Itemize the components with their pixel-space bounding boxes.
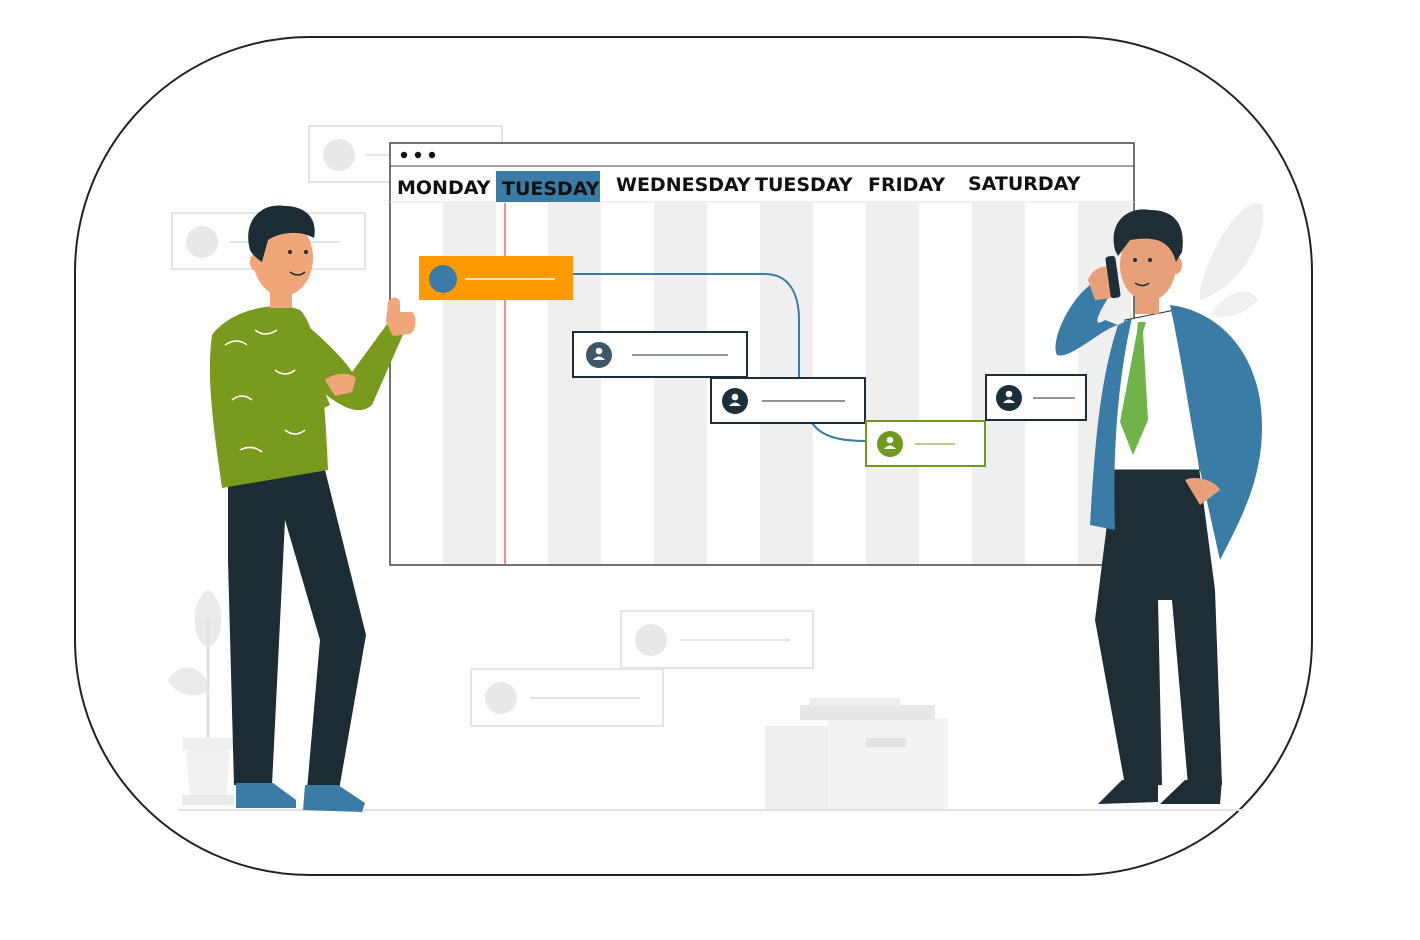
dependency-connector: [811, 422, 867, 442]
dependency-connector: [573, 273, 800, 378]
storage-boxes: [765, 698, 948, 810]
user-icon: [722, 388, 748, 414]
day-tuesday[interactable]: TUESDAY: [755, 174, 853, 196]
task-card[interactable]: [710, 377, 866, 424]
three-dots-icon[interactable]: [400, 151, 436, 159]
day-friday[interactable]: FRIDAY: [868, 174, 945, 196]
user-icon: [485, 682, 517, 714]
day-tuesday-selected[interactable]: TUESDAY: [502, 178, 600, 200]
ghost-card-bottom-right: [620, 610, 814, 669]
task-card-green[interactable]: [865, 420, 986, 467]
plant-leaf-right: [1200, 203, 1264, 317]
task-card-orange[interactable]: [419, 256, 573, 300]
calendar-window: MONDAY TUESDAY WEDNESDAY TUESDAY FRIDAY …: [389, 142, 1135, 566]
user-icon: [996, 385, 1022, 411]
day-wednesday[interactable]: WEDNESDAY: [616, 174, 751, 196]
selected-day-highlight: [496, 171, 600, 202]
plant-pot: [168, 590, 234, 805]
user-icon: [429, 265, 457, 293]
user-icon: [877, 431, 903, 457]
day-monday[interactable]: MONDAY: [397, 177, 491, 199]
task-card[interactable]: [985, 374, 1087, 421]
person-left: [209, 205, 416, 812]
user-icon: [186, 226, 218, 258]
user-icon: [635, 624, 667, 656]
user-icon: [586, 342, 612, 368]
user-icon: [323, 139, 355, 171]
ghost-card-bottom-left: [470, 668, 664, 727]
task-card[interactable]: [572, 331, 748, 378]
person-right: [1055, 209, 1262, 804]
day-saturday[interactable]: SATURDAY: [968, 173, 1081, 195]
